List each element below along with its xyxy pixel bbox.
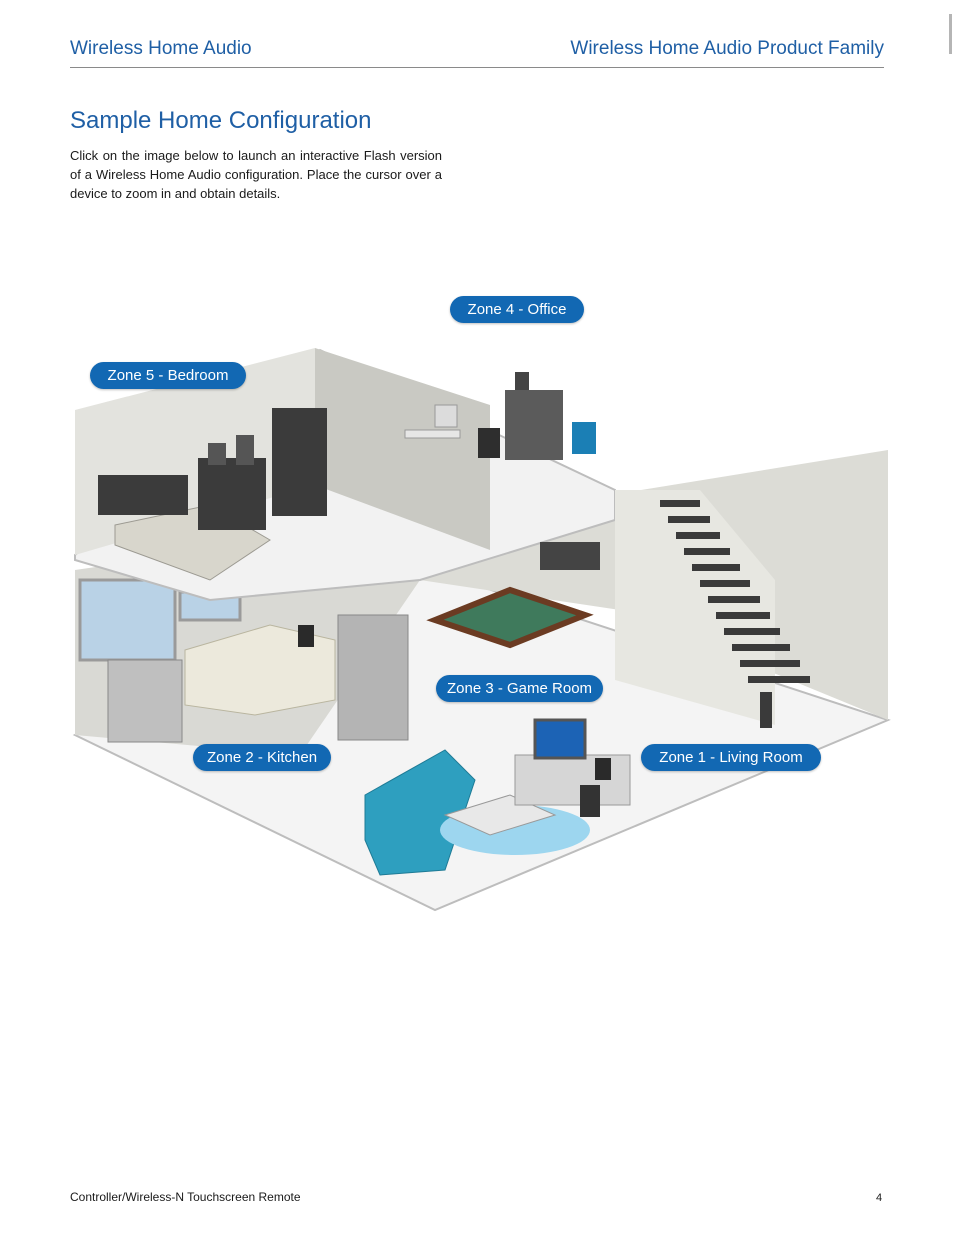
zone-5-bedroom-badge[interactable]: Zone 5 - Bedroom bbox=[90, 362, 246, 389]
bookshelf bbox=[505, 390, 563, 460]
sofa bbox=[364, 749, 476, 876]
wall-controller-living bbox=[595, 758, 611, 780]
wardrobe bbox=[272, 408, 327, 516]
office-chair-blue bbox=[572, 422, 596, 454]
office-monitor bbox=[434, 404, 458, 428]
page-number: 4 bbox=[876, 1192, 883, 1204]
bedroom-speaker-right bbox=[236, 435, 254, 465]
living-room-speaker bbox=[580, 785, 600, 817]
upper-back-wall bbox=[315, 348, 490, 550]
office-desk bbox=[404, 429, 461, 439]
tv-stand bbox=[514, 754, 631, 806]
header-section-title: Wireless Home Audio bbox=[70, 38, 252, 59]
kitchen-counter bbox=[184, 624, 336, 716]
intro-paragraph: Click on the image below to launch an in… bbox=[70, 148, 442, 201]
dresser bbox=[198, 458, 266, 530]
stove bbox=[107, 659, 183, 743]
page-edge-tab bbox=[949, 14, 952, 54]
stair-wall bbox=[615, 490, 775, 725]
bedroom-speaker-left bbox=[208, 443, 226, 465]
page-title: Sample Home Configuration bbox=[70, 107, 372, 134]
game-room-shelf bbox=[540, 542, 600, 570]
zone-2-kitchen-badge[interactable]: Zone 2 - Kitchen bbox=[193, 744, 331, 771]
header-divider bbox=[70, 67, 884, 68]
zone-1-living-room-badge[interactable]: Zone 1 - Living Room bbox=[641, 744, 821, 771]
header-chapter-title: Wireless Home Audio Product Family bbox=[570, 38, 884, 59]
zone-3-game-room-badge[interactable]: Zone 3 - Game Room bbox=[436, 675, 603, 702]
home-configuration-illustration[interactable] bbox=[60, 280, 900, 920]
footer-product-name: Controller/Wireless-N Touchscreen Remote bbox=[70, 1190, 301, 1204]
refrigerator bbox=[337, 614, 409, 741]
office-speaker bbox=[515, 372, 529, 390]
zone-4-office-badge[interactable]: Zone 4 - Office bbox=[450, 296, 584, 323]
pool-table bbox=[426, 586, 594, 649]
kitchen-window bbox=[78, 578, 177, 662]
wall-controller-kitchen bbox=[298, 625, 314, 647]
bed-headboard bbox=[98, 475, 188, 515]
staircase bbox=[660, 500, 810, 728]
television bbox=[533, 718, 587, 760]
office-chair-black bbox=[478, 428, 500, 458]
